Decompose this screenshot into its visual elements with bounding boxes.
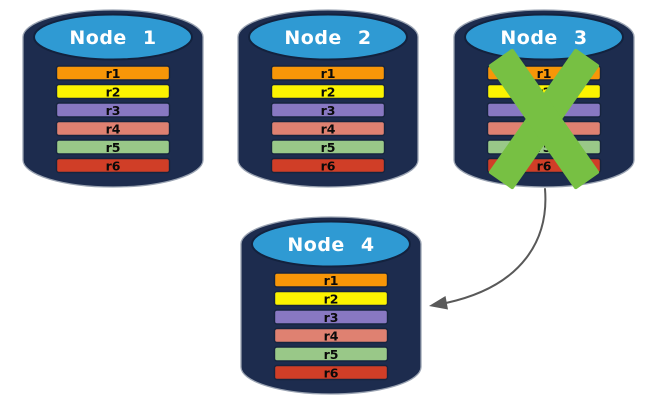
node-title: Node 3	[500, 27, 587, 49]
row-bar	[273, 309, 389, 325]
row-label: r1	[537, 66, 552, 81]
row-stack: r1 r2 r3 r4 r5 r6	[270, 65, 386, 174]
row-bar	[55, 102, 171, 118]
row-bar	[55, 83, 171, 100]
cylinder-top	[248, 13, 408, 61]
row-label: r4	[321, 121, 336, 136]
row-label: r4	[324, 328, 339, 343]
row-label: r5	[321, 140, 336, 155]
row-label: r2	[324, 291, 339, 306]
row-bar	[273, 364, 389, 381]
row-label: r3	[106, 103, 121, 118]
row-label: r2	[106, 84, 121, 99]
node-title: Node 1	[69, 27, 156, 49]
row-label: r4	[106, 121, 121, 136]
row-bar	[270, 102, 386, 118]
row-bar	[55, 157, 171, 174]
node-3: Node 3 r1 r2 r3 r4 r5 r6	[452, 7, 636, 191]
row-bar	[55, 120, 171, 137]
row-bar	[270, 139, 386, 155]
row-label: r6	[321, 158, 336, 173]
row-bar	[273, 327, 389, 344]
row-label: r5	[324, 347, 339, 362]
node-title: Node 2	[284, 27, 371, 49]
x-cross-icon	[488, 48, 600, 190]
row-bar	[55, 139, 171, 155]
row-bar	[273, 272, 389, 288]
row-bar	[270, 83, 386, 100]
node-4: Node 4 r1 r2 r3 r4 r5 r6	[239, 214, 423, 398]
row-label: r6	[324, 365, 339, 380]
row-bar	[270, 120, 386, 137]
node-title: Node 4	[287, 234, 374, 256]
row-bar	[273, 290, 389, 307]
row-label: r2	[321, 84, 336, 99]
row-bar	[55, 65, 171, 81]
row-stack: r1 r2 r3 r4 r5 r6	[273, 272, 389, 381]
row-label: r6	[106, 158, 121, 173]
row-label: r3	[324, 310, 339, 325]
row-label: r3	[321, 103, 336, 118]
cylinder-top	[464, 13, 624, 61]
row-bar	[273, 346, 389, 362]
row-label: r6	[537, 158, 552, 173]
cylinder-top	[251, 220, 411, 268]
cylinder-top	[33, 13, 193, 61]
node-1: Node 1 r1 r2 r3 r4 r5 r6	[21, 7, 205, 191]
arrow-curve	[445, 188, 547, 304]
row-stack: r1 r2 r3 r4 r5 r6	[55, 65, 171, 174]
row-label: r1	[106, 66, 121, 81]
node-2: Node 2 r1 r2 r3 r4 r5 r6	[236, 7, 420, 191]
row-label: r1	[324, 273, 339, 288]
row-bar	[270, 65, 386, 81]
arrow-head-icon	[429, 296, 448, 310]
row-label: r1	[321, 66, 336, 81]
row-bar	[270, 157, 386, 174]
row-label: r5	[106, 140, 121, 155]
